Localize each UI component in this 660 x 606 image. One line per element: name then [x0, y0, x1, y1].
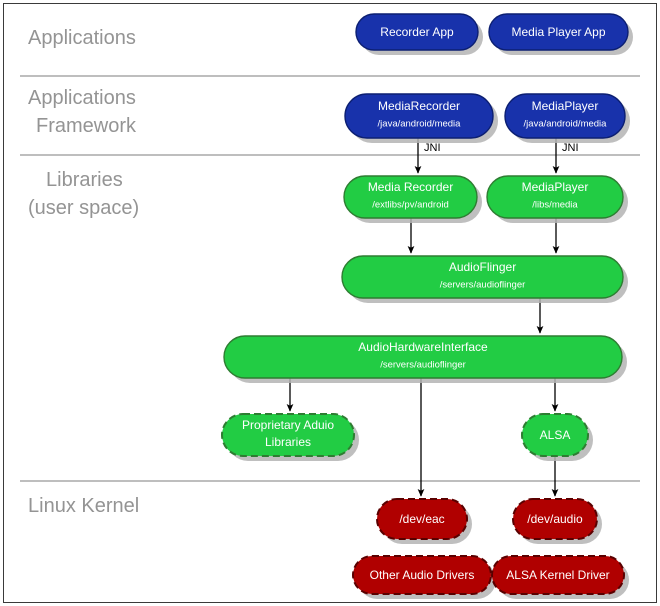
node-title-mediarecorder-framework: MediaRecorder [378, 99, 460, 113]
node-recorder-app: Recorder App [355, 13, 483, 55]
node-subtitle-audioflinger: /servers/audioflinger [440, 280, 526, 291]
layer-labels: ApplicationsApplicationsFrameworkLibrari… [28, 27, 139, 517]
layer-label-applications-framework-line2: Framework [36, 115, 137, 137]
node-title-audioflinger: AudioFlinger [449, 260, 516, 274]
diagram-edges: JNI JNI [286, 138, 579, 497]
node-body-audiohardwareinterface [223, 335, 623, 379]
node-dev-audio: /dev/audio [512, 498, 602, 544]
node-body-alsa [521, 413, 589, 457]
node-media-player-app: Media Player App [488, 13, 633, 55]
node-audiohardwareinterface: AudioHardwareInterface/servers/audioflin… [223, 335, 627, 383]
node-title-dev-eac: /dev/eac [399, 512, 444, 526]
node-body-mediaplayer-lib [486, 175, 624, 219]
node-body-proprietary-audio-libraries [221, 413, 355, 457]
node-title-audiohardwareinterface: AudioHardwareInterface [358, 340, 488, 354]
node-mediaplayer-lib: MediaPlayer/libs/media [486, 175, 628, 223]
node-audioflinger: AudioFlinger/servers/audioflinger [341, 255, 628, 303]
diagram-nodes: Recorder App Media Player AppMediaRecorde… [221, 13, 633, 599]
node-body-audioflinger [341, 255, 624, 299]
node-title-other-audio-drivers: Other Audio Drivers [370, 568, 475, 582]
node-body-dev-eac [376, 498, 468, 540]
node-title-alsa: ALSA [540, 428, 571, 442]
node-body-dev-audio [512, 498, 598, 540]
node-other-audio-drivers: Other Audio Drivers [352, 555, 496, 599]
node-dev-eac: /dev/eac [376, 498, 472, 544]
node-title-mediaplayer-framework: MediaPlayer [532, 99, 599, 113]
edge-mediarecorder-to-lib-label: JNI [424, 142, 441, 154]
node-mediarecorder-framework: MediaRecorder/java/android/media [344, 93, 498, 143]
layer-label-applications: Applications [28, 27, 136, 49]
node-subtitle-proprietary-audio-libraries: Libraries [265, 435, 311, 449]
layer-label-applications-framework-line1: Applications [28, 87, 136, 109]
node-alsa: ALSA [521, 413, 593, 461]
node-subtitle-mediaplayer-framework: /java/android/media [524, 119, 608, 130]
node-title-alsa-kernel-driver: ALSA Kernel Driver [506, 568, 609, 582]
node-mediaplayer-framework: MediaPlayer/java/android/media [504, 93, 630, 143]
node-body-mediaplayer-framework [504, 93, 626, 139]
layer-label-libraries-line1: Libraries [46, 169, 123, 191]
node-subtitle-media-recorder-lib: /extlibs/pv/android [372, 200, 449, 211]
node-subtitle-audiohardwareinterface: /servers/audioflinger [380, 360, 466, 371]
node-title-media-recorder-lib: Media Recorder [368, 180, 453, 194]
layer-dividers [20, 75, 640, 482]
node-title-proprietary-audio-libraries: Proprietary Aduio [242, 418, 334, 432]
node-title-dev-audio: /dev/audio [527, 512, 583, 526]
node-body-recorder-app [355, 13, 479, 51]
layer-label-linux-kernel: Linux Kernel [28, 495, 139, 517]
node-subtitle-mediaplayer-lib: /libs/media [532, 200, 578, 211]
node-body-media-player-app [488, 13, 629, 51]
node-title-recorder-app: Recorder App [380, 25, 454, 39]
node-subtitle-mediarecorder-framework: /java/android/media [378, 119, 462, 130]
node-title-mediaplayer-lib: MediaPlayer [522, 180, 589, 194]
node-body-media-recorder-lib [343, 175, 478, 219]
node-media-recorder-lib: Media Recorder/extlibs/pv/android [343, 175, 482, 223]
layer-label-libraries-line2: (user space) [28, 197, 139, 219]
node-alsa-kernel-driver: ALSA Kernel Driver [491, 555, 629, 599]
node-body-other-audio-drivers [352, 555, 492, 595]
node-body-mediarecorder-framework [344, 93, 494, 139]
node-body-alsa-kernel-driver [491, 555, 625, 595]
edge-mediaplayer-to-lib-label: JNI [562, 142, 579, 154]
node-title-media-player-app: Media Player App [511, 25, 605, 39]
